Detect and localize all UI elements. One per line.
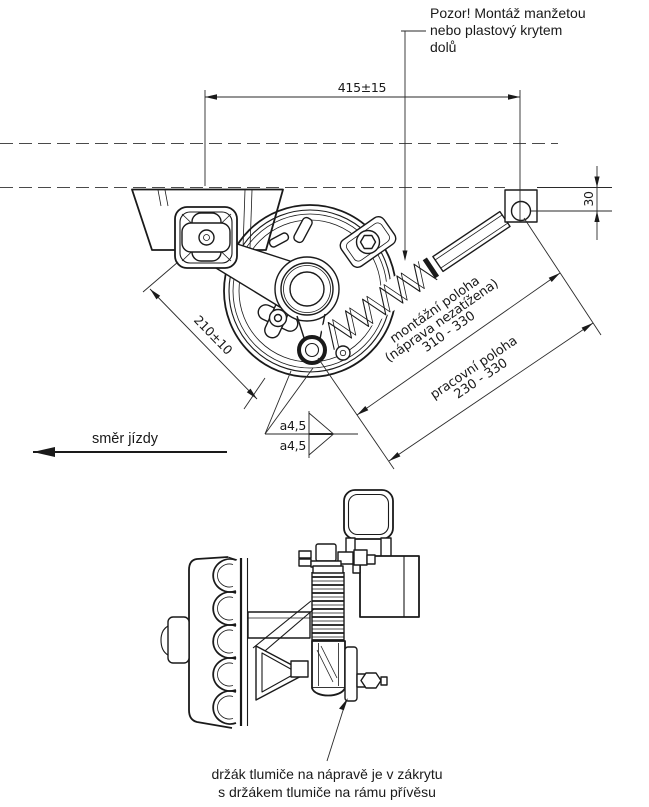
side-shock-body [311,640,346,689]
shock-lower-mount [297,335,351,365]
fillet-weld-icon [308,412,335,434]
dimension-30: 30 [531,166,612,240]
bottom-note: držák tlumiče na nápravě je v zákrytu s … [211,698,443,800]
nut-icon [360,672,382,689]
side-brake-drum [160,556,249,729]
direction-of-travel: směr jízdy [33,431,227,457]
shock-collar [422,257,440,279]
direction-label: směr jízdy [92,431,159,447]
top-note-line1: Pozor! Montáž manžetou [430,5,586,21]
direction-arrow-icon [33,447,55,457]
drum-plate [339,216,397,268]
dim-30-label: 30 [581,191,596,207]
hub-cap [167,616,190,664]
bottom-note-line2: s držákem tlumiče na rámu přívěsu [218,784,436,800]
top-note-line3: dolů [430,39,456,55]
rubber-suspension-housing [174,206,238,269]
side-shock-absorber [298,543,388,702]
top-note-line2: nebo plastový krytem [430,22,562,38]
weld-size-top: a4,5 [280,418,306,433]
shock-bellows [327,263,438,350]
frame-shock-bracket [504,189,538,223]
drum-studs [268,216,313,248]
weld-size-bottom: a4,5 [280,438,306,453]
side-shock-bellows [311,572,345,641]
weld-symbol: a4,5 a4,5 [264,367,358,458]
brake-adjuster [257,297,299,339]
side-view [160,489,420,729]
shock-cylinder [432,210,511,273]
frame-centerlines [0,142,558,189]
side-frame-bracket [343,489,420,618]
dim-415-label: 415±15 [338,80,386,95]
side-axle [247,600,315,701]
dimension-415: 415±15 [204,80,521,222]
shock-absorber-top-view [319,210,511,351]
bottom-note-line1: držák tlumiče na nápravě je v zákrytu [211,766,442,782]
side-shock-strap [344,646,358,702]
top-note: Pozor! Montáž manžetou nebo plastový kry… [401,5,586,261]
fillet-weld-icon [308,434,335,456]
